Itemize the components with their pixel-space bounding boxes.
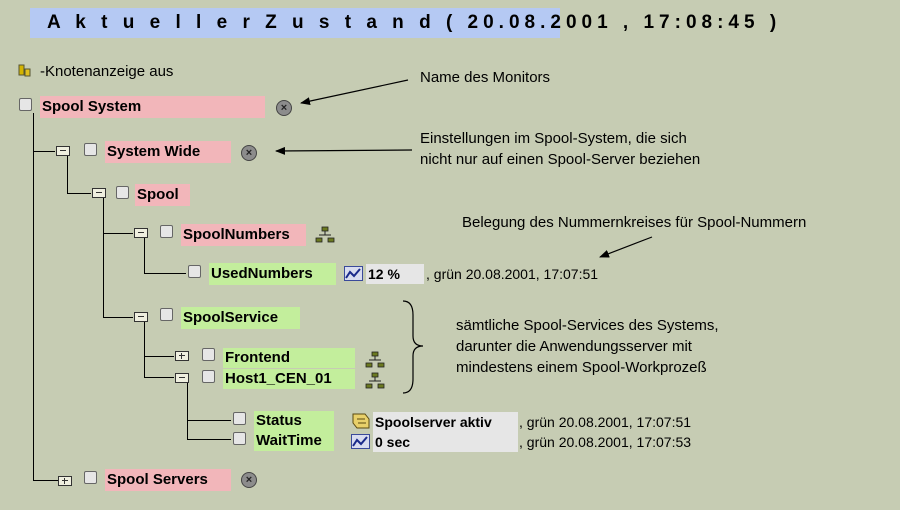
- checkbox-spool-servers[interactable]: [84, 471, 97, 484]
- checkbox-spool-service[interactable]: [160, 308, 173, 321]
- collapse-icon[interactable]: [56, 146, 70, 156]
- used-numbers-value: 12 %: [366, 264, 424, 284]
- status-value: Spoolserver aktiv: [373, 412, 518, 432]
- node-used-numbers[interactable]: UsedNumbers: [209, 263, 336, 285]
- legend-text: -Knotenanzeige aus: [40, 63, 174, 80]
- node-status[interactable]: Status: [254, 411, 334, 431]
- wait-time-value: 0 sec: [373, 432, 518, 452]
- page-title: A k t u e l l e r Z u s t a n d ( 20.08.…: [47, 12, 782, 33]
- annotation-services-line1: sämtliche Spool-Services des Systems,: [456, 317, 719, 334]
- expand-icon[interactable]: [58, 476, 72, 486]
- wait-time-status: , grün 20.08.2001, 17:07:53: [519, 434, 692, 450]
- performance-graph-icon: [344, 266, 363, 281]
- checkbox-used-numbers[interactable]: [188, 265, 201, 278]
- hierarchy-icon: [365, 372, 385, 389]
- checkbox-host1[interactable]: [202, 370, 215, 383]
- close-icon[interactable]: ×: [241, 472, 257, 488]
- annotation-settings-line2: nicht nur auf einen Spool-Server beziehe…: [420, 151, 701, 168]
- annotation-number-range: Belegung des Nummernkreises für Spool-Nu…: [462, 214, 807, 231]
- node-spool-servers[interactable]: Spool Servers: [105, 469, 231, 491]
- checkbox-spool-system[interactable]: [19, 98, 32, 111]
- title-bar: A k t u e l l e r Z u s t a n d ( 20.08.…: [30, 8, 776, 38]
- collapse-icon[interactable]: [134, 312, 148, 322]
- annotation-services-line2: darunter die Anwendungsserver mit: [456, 338, 692, 355]
- close-icon[interactable]: ×: [241, 145, 257, 161]
- node-system-wide[interactable]: System Wide: [105, 141, 231, 163]
- checkbox-spool[interactable]: [116, 186, 129, 199]
- checkbox-status[interactable]: [233, 412, 246, 425]
- checkbox-system-wide[interactable]: [84, 143, 97, 156]
- expand-icon[interactable]: [175, 351, 189, 361]
- node-spool-service[interactable]: SpoolService: [181, 307, 300, 329]
- annotation-services-line3: mindestens einem Spool-Workprozeß: [456, 359, 707, 376]
- status-status: , grün 20.08.2001, 17:07:51: [519, 414, 692, 430]
- collapse-icon[interactable]: [134, 228, 148, 238]
- checkbox-spool-numbers[interactable]: [160, 225, 173, 238]
- node-wait-time[interactable]: WaitTime: [254, 431, 334, 451]
- checkbox-frontend[interactable]: [202, 348, 215, 361]
- node-host1-cen-01[interactable]: Host1_CEN_01: [223, 369, 355, 389]
- performance-graph-icon: [351, 434, 370, 449]
- text-attribute-icon: [352, 413, 370, 429]
- node-spool-numbers[interactable]: SpoolNumbers: [181, 224, 306, 246]
- node-display-icon: [18, 64, 31, 77]
- node-spool-system[interactable]: Spool System: [40, 96, 265, 118]
- annotation-settings-line1: Einstellungen im Spool-System, die sich: [420, 130, 687, 147]
- collapse-icon[interactable]: [92, 188, 106, 198]
- annotation-monitor-name: Name des Monitors: [420, 69, 551, 86]
- collapse-icon[interactable]: [175, 373, 189, 383]
- used-numbers-status: , grün 20.08.2001, 17:07:51: [426, 266, 599, 282]
- checkbox-wait-time[interactable]: [233, 432, 246, 445]
- hierarchy-icon: [365, 351, 385, 368]
- node-frontend[interactable]: Frontend: [223, 348, 355, 368]
- close-icon[interactable]: ×: [276, 100, 292, 116]
- hierarchy-icon: [315, 226, 335, 243]
- node-spool[interactable]: Spool: [135, 184, 190, 206]
